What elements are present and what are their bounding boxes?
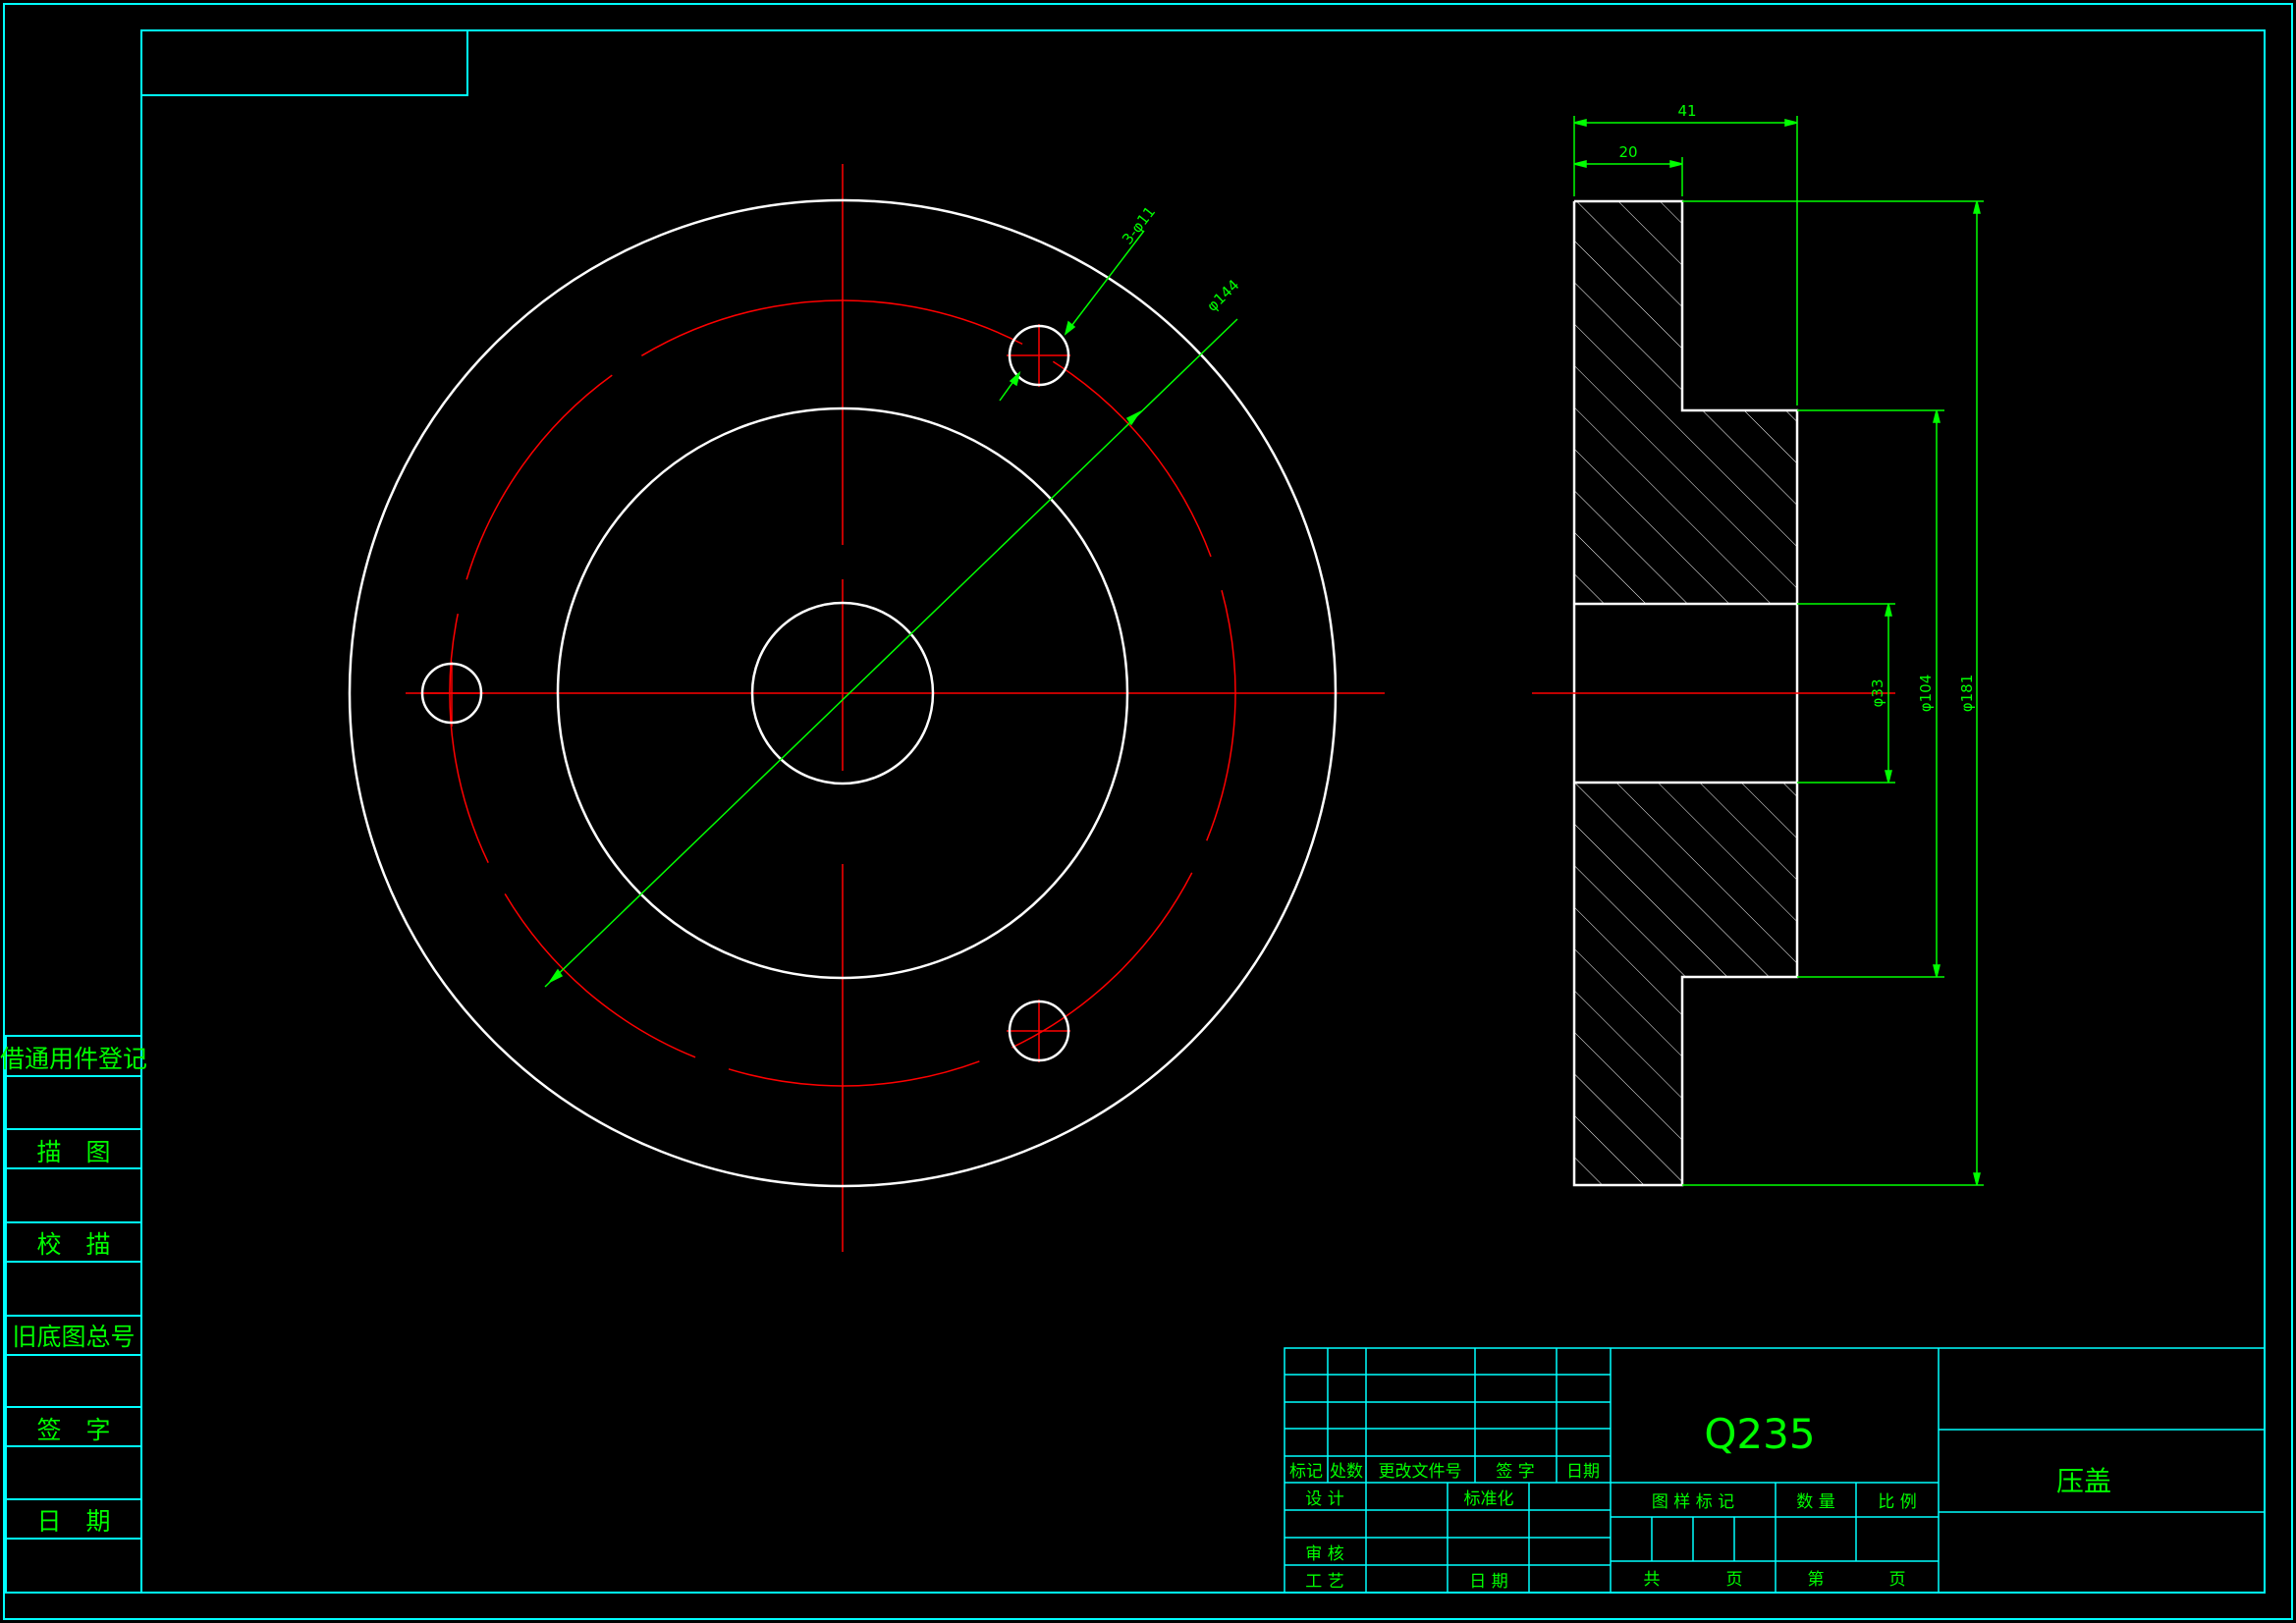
dim-pitch-circle: φ144 [1203,276,1242,315]
hub-circle [556,406,1129,980]
part-name: 压盖 [2056,1465,2111,1497]
strip-label-check: 校 描 [36,1230,110,1259]
front-view: 3-φ11 φ144 [348,164,1385,1252]
bolt-hole-bottom [1008,1000,1070,1062]
dim-outer: φ181 [1958,675,1976,713]
section-upper-hatch [1574,201,1797,604]
left-strip-labels: 借通用件登记 描 图 校 描 旧底图总号 签 字 日 期 [0,1045,147,1536]
outer-circle [348,198,1338,1188]
bolt-hole-left [420,662,483,725]
rev-header-sign: 签 字 [1496,1462,1534,1482]
label-standardization: 标准化 [1464,1489,1514,1509]
front-center-lines [406,164,1385,1252]
code-box [140,29,468,96]
rev-header-date: 日期 [1566,1462,1600,1482]
sheet-border [3,3,2293,1620]
label-drawing-mark: 图 样 标 记 [1652,1492,1734,1512]
label-review: 审 核 [1305,1544,1343,1564]
dim-hub: φ104 [1917,675,1935,713]
label-total: 共 [1644,1570,1661,1590]
label-sheet-no: 第 [1808,1570,1825,1590]
section-view: 41 20 φ181 φ104 φ33 [1532,102,1984,1187]
dim-width-flange: 20 [1618,143,1637,161]
label-design: 设 计 [1305,1489,1343,1509]
rev-header-count: 处数 [1330,1462,1363,1482]
front-outlines [348,198,1338,1188]
rev-header-doc: 更改文件号 [1379,1462,1462,1482]
bore-circle [750,601,935,785]
strip-label-borrow: 借通用件登记 [0,1045,147,1073]
strip-label-signature: 签 字 [36,1416,110,1444]
label-process: 工 艺 [1305,1572,1343,1592]
label-sheet-unit2: 页 [1889,1570,1906,1590]
strip-label-old-number: 旧底图总号 [12,1323,135,1351]
material-label: Q235 [1704,1410,1815,1458]
dim-width-total: 41 [1677,102,1696,120]
title-block [1284,1347,2266,1594]
dim-bore: φ33 [1869,679,1886,708]
strip-label-trace: 描 图 [36,1138,110,1166]
section-dimensions [1573,116,1984,1186]
title-block-text: Q235 压盖 标记 处数 更改文件号 签 字 日期 设 计 标准化 审 核 工… [1289,1410,2111,1592]
rev-header-mark: 标记 [1289,1462,1323,1482]
label-sheet-unit: 页 [1726,1570,1743,1590]
strip-label-date: 日 期 [36,1507,110,1536]
drawing-frame [140,29,2266,1594]
front-dimensions [544,230,1238,988]
label-scale: 比 例 [1878,1492,1916,1512]
section-lower-hatch [1574,783,1797,1185]
dim-bolt-holes: 3-φ11 [1119,203,1159,248]
bolt-hole-top [1008,324,1070,387]
label-quantity: 数 量 [1796,1492,1834,1512]
label-date: 日 期 [1469,1572,1507,1592]
left-strip-table [5,1035,142,1594]
